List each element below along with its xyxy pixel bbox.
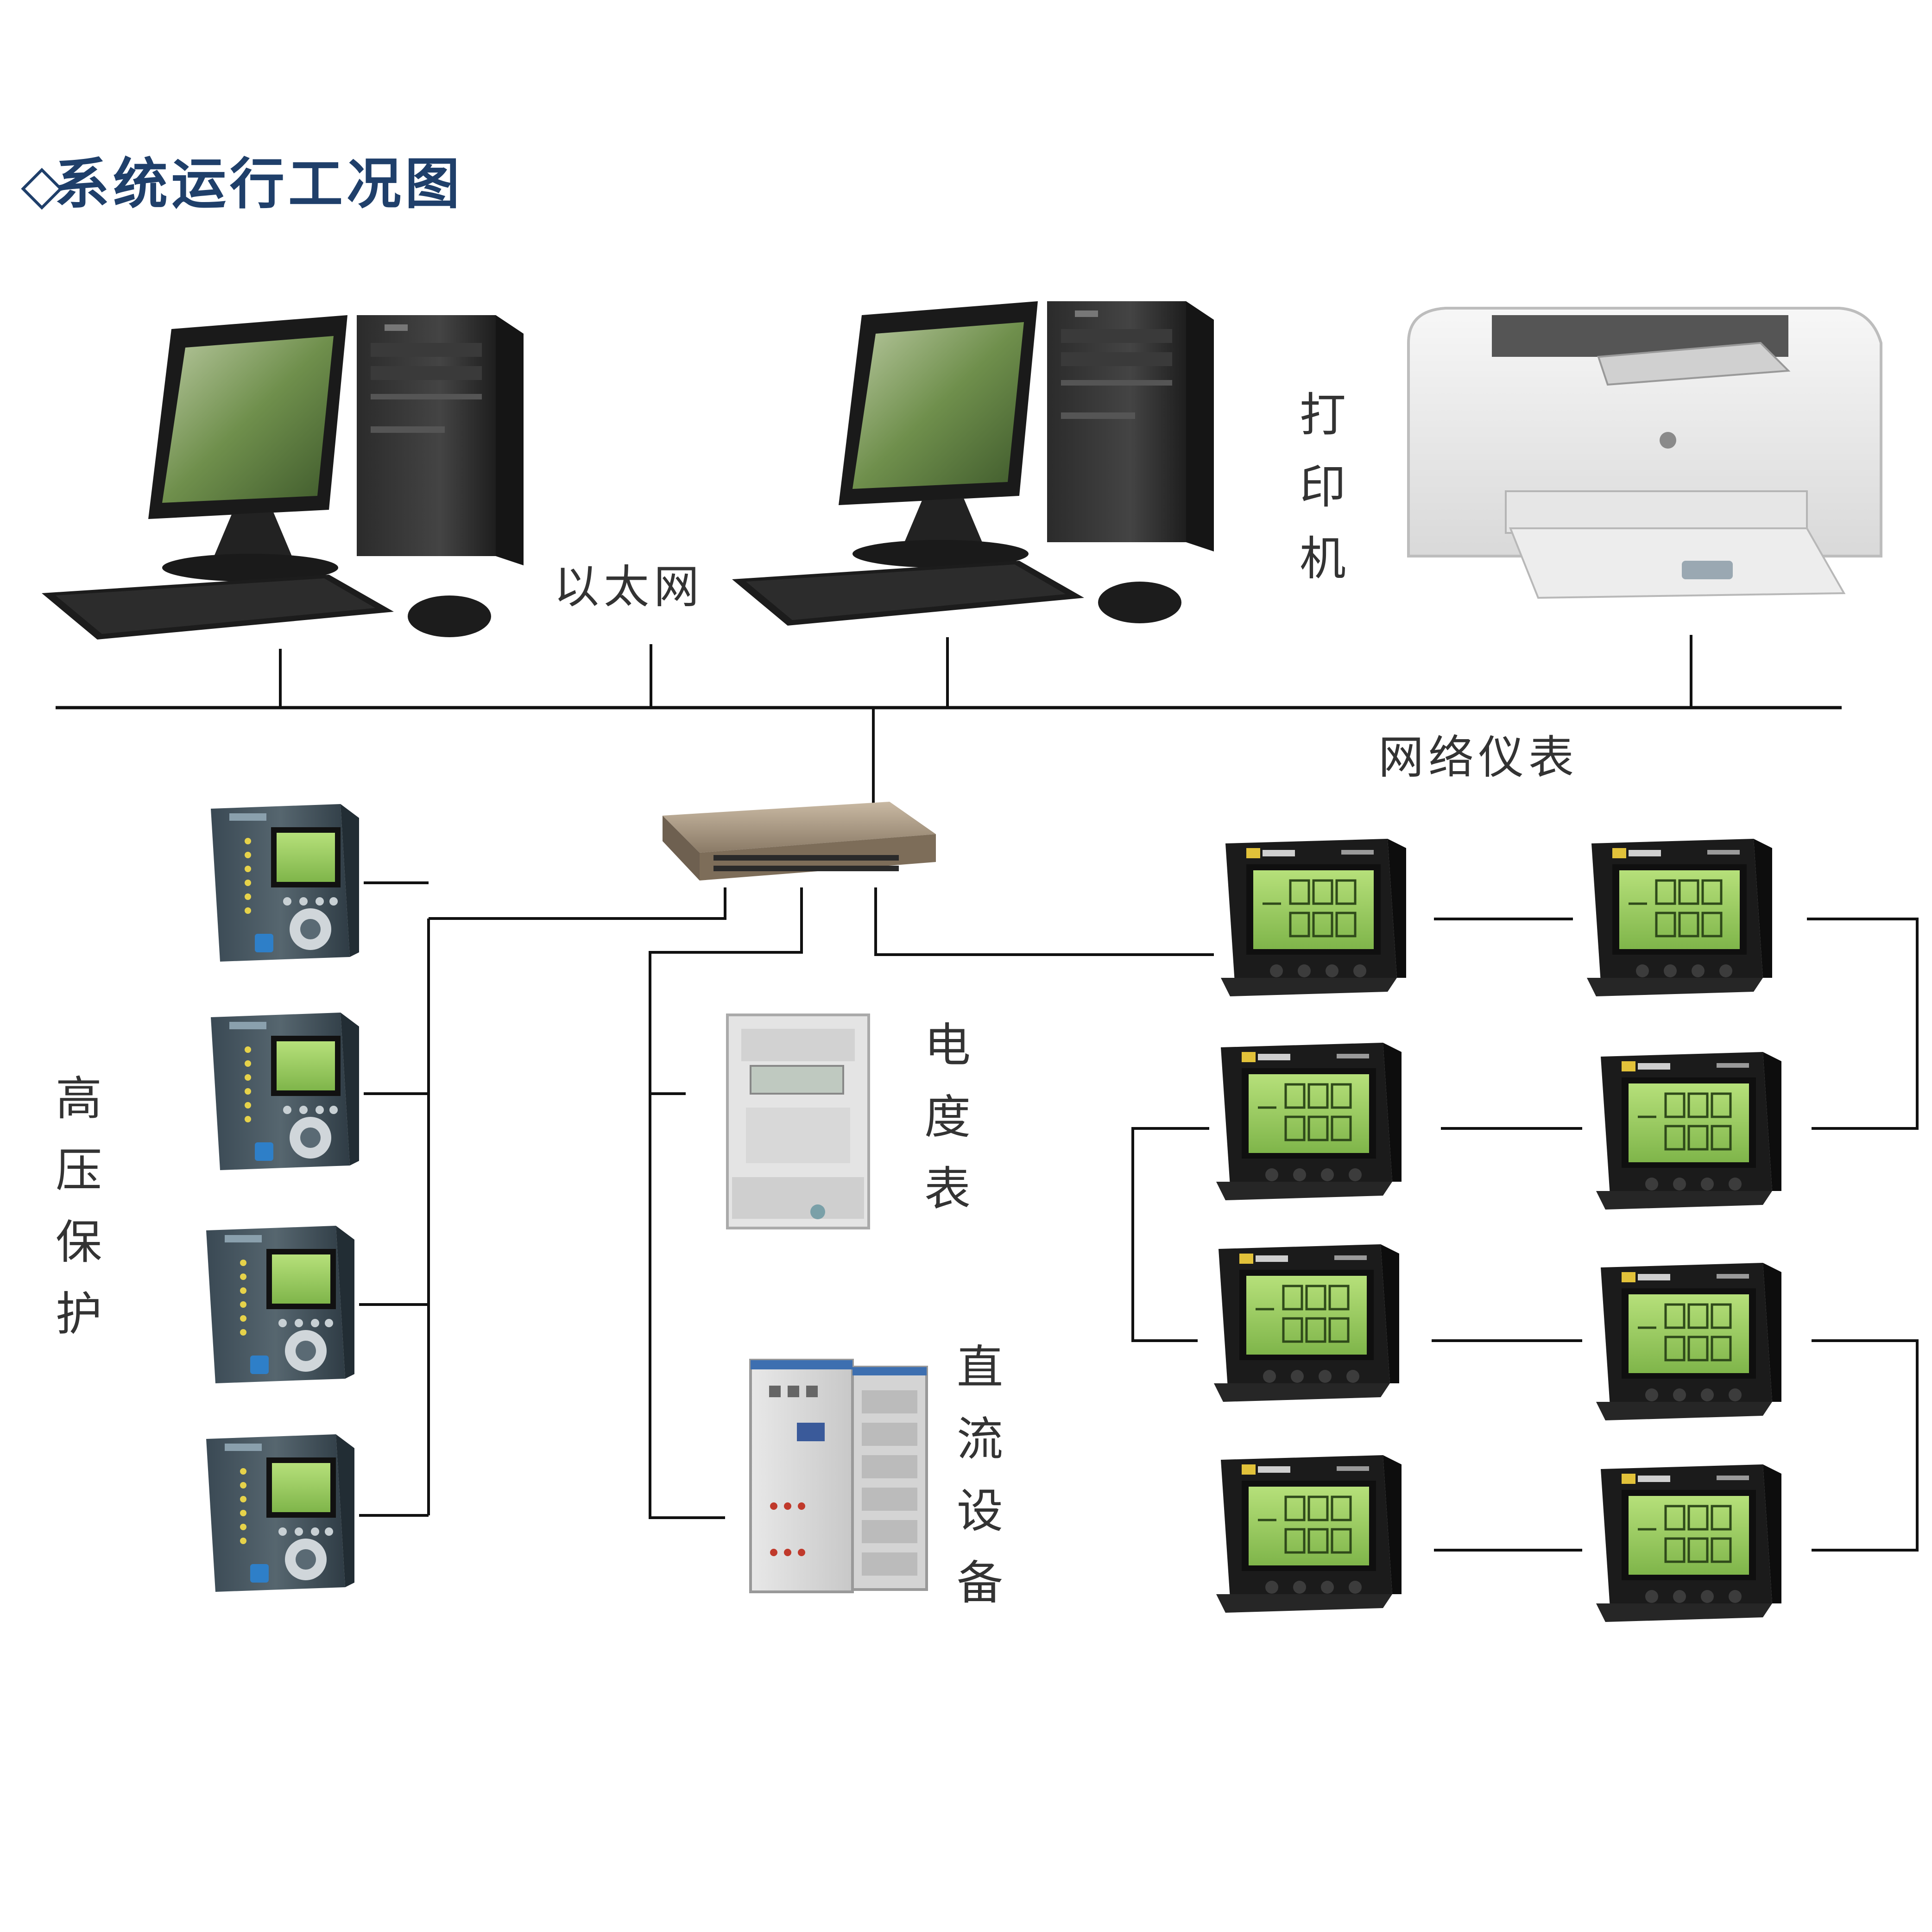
network-meter-7 <box>1216 1455 1402 1613</box>
printer-label: 打 印 机 <box>1300 388 1346 586</box>
ethernet-bus <box>56 635 1842 809</box>
network-meters-label: 网络仪表 <box>1378 731 1578 784</box>
middle-wiring <box>649 887 803 1519</box>
title-marker: ◇ <box>21 152 67 216</box>
energy-meter-device <box>726 1014 870 1229</box>
hv-label-char-4: 护 <box>56 1287 102 1341</box>
workstation-1 <box>42 315 524 640</box>
meter-label-char-2: 度 <box>924 1090 971 1144</box>
relay-3 <box>206 1226 354 1383</box>
meter-wiring <box>874 887 1919 1552</box>
ethernet-switch <box>663 802 936 880</box>
page-title: 系统运行工况图 <box>55 152 463 216</box>
network-meter-1 <box>1221 839 1406 996</box>
ethernet-label: 以太网 <box>554 561 704 614</box>
energy-meter-label: 电 度 表 <box>924 1018 971 1216</box>
hv-label-char-3: 保 <box>56 1215 102 1269</box>
workstation-2 <box>732 301 1214 626</box>
dc-label-char-1: 直 <box>957 1340 1003 1394</box>
relay-2 <box>211 1013 359 1170</box>
network-meter-2 <box>1587 839 1772 996</box>
network-meter-3 <box>1216 1043 1402 1200</box>
dc-label-char-3: 设 <box>957 1484 1003 1538</box>
dc-cabinet-device <box>749 1359 928 1593</box>
dc-equipment-label: 直 流 设 备 <box>957 1340 1003 1610</box>
meter-label-char-1: 电 <box>924 1018 971 1072</box>
network-meter-8 <box>1596 1464 1781 1622</box>
relay-1 <box>211 804 359 962</box>
printer-device <box>1407 307 1882 599</box>
relay-wiring <box>359 881 726 1517</box>
relay-4 <box>206 1434 354 1592</box>
network-meter-4 <box>1596 1052 1781 1210</box>
printer-label-char-1: 打 <box>1300 388 1346 442</box>
network-meter-6 <box>1596 1263 1781 1420</box>
printer-label-char-2: 印 <box>1300 460 1346 514</box>
dc-label-char-2: 流 <box>957 1412 1003 1466</box>
hv-label-char-2: 压 <box>56 1143 102 1197</box>
network-meter-5 <box>1214 1244 1399 1402</box>
printer-label-char-3: 机 <box>1300 532 1346 586</box>
dc-label-char-4: 备 <box>957 1556 1003 1610</box>
meter-label-char-3: 表 <box>924 1162 971 1216</box>
hv-label-char-1: 高 <box>56 1071 102 1126</box>
hv-protection-label: 高 压 保 护 <box>56 1071 102 1341</box>
